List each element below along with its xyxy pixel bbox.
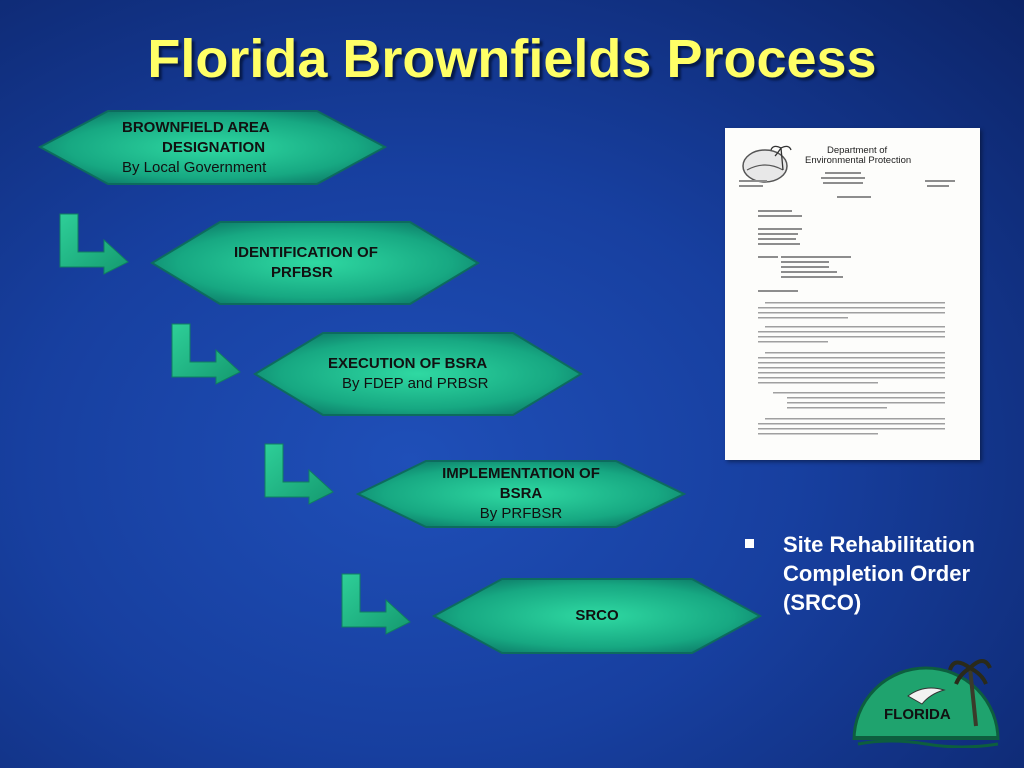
bullet-line2: Completion Order bbox=[783, 561, 971, 586]
flow-arrow-3 bbox=[264, 443, 334, 505]
process-step-designation: BROWNFIELD AREA DESIGNATION By Local Gov… bbox=[37, 110, 388, 185]
step-title-line2: PRFBSR bbox=[271, 264, 333, 281]
florida-dep-seal-icon bbox=[852, 659, 1000, 748]
step-title-line1: EXECUTION OF BSRA bbox=[328, 355, 488, 372]
srco-document-image: Department of Environmental Protection bbox=[725, 128, 980, 460]
flow-arrow-2 bbox=[171, 323, 241, 385]
bullet-text: Site Rehabilitation Completion Order (SR… bbox=[783, 530, 975, 617]
document-header: Department of Environmental Protection bbox=[805, 146, 911, 166]
step-title-line2: DESIGNATION bbox=[162, 138, 266, 156]
bullet-square-icon bbox=[745, 539, 754, 548]
process-step-identification: IDENTIFICATION OF PRFBSR bbox=[150, 221, 480, 305]
hexagon-shape bbox=[355, 460, 687, 528]
step-title-line2: BSRA bbox=[499, 485, 543, 502]
step-title-line1: IMPLEMENTATION OF bbox=[442, 465, 600, 482]
step-actor: By FDEP and PRBSR bbox=[342, 375, 489, 392]
step-actor: By Local Government bbox=[122, 158, 267, 176]
step-actor: By PRFBSR bbox=[479, 505, 563, 522]
florida-dep-logo: FLORIDA bbox=[850, 648, 1000, 748]
hexagon-shape bbox=[150, 221, 480, 305]
document-header-line1: Department of bbox=[827, 145, 888, 156]
step-title-line1: IDENTIFICATION OF bbox=[234, 244, 378, 261]
hexagon-shape bbox=[37, 110, 388, 185]
slide-title: Florida Brownfields Process bbox=[147, 29, 877, 89]
step-title-line1: SRCO bbox=[575, 607, 619, 624]
logo-text: FLORIDA bbox=[884, 706, 951, 723]
document-body-text bbox=[739, 172, 955, 435]
step-title-line1: BROWNFIELD AREA bbox=[122, 118, 270, 136]
document-header-line2: Environmental Protection bbox=[805, 155, 912, 166]
flow-arrow-4 bbox=[341, 573, 411, 635]
process-step-execution: EXECUTION OF BSRA By FDEP and PRBSR bbox=[253, 332, 583, 416]
bullet-line3: (SRCO) bbox=[783, 590, 862, 615]
flow-arrow-1 bbox=[59, 213, 129, 275]
process-step-srco: SRCO bbox=[431, 578, 763, 654]
process-step-implementation: IMPLEMENTATION OF BSRA By PRFBSR bbox=[355, 460, 687, 528]
bullet-line1: Site Rehabilitation bbox=[783, 532, 975, 557]
hexagon-shape bbox=[431, 578, 763, 654]
hexagon-shape bbox=[253, 332, 583, 416]
